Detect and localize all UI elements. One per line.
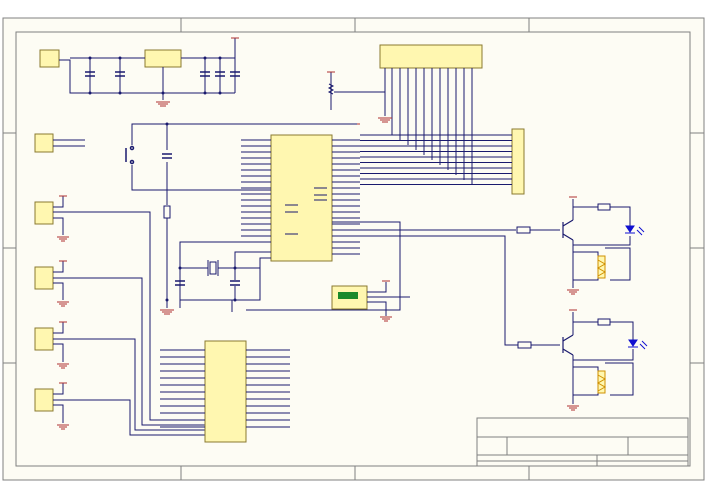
dc-jack: [39, 49, 60, 68]
ground-symbol-icon: [57, 236, 69, 430]
driver-ic: [160, 300, 290, 443]
connector-j5: [34, 388, 54, 412]
title-block: [476, 417, 689, 467]
microcontroller: [241, 134, 360, 262]
connector-j2: [34, 201, 54, 225]
ground-symbol-icon: [160, 309, 174, 315]
led-icon: [625, 225, 645, 236]
led-icon: [628, 339, 648, 350]
crystal-icon: [207, 260, 219, 276]
ground-symbol-icon: [378, 117, 392, 123]
capacitor-icon: [175, 280, 240, 286]
ground-symbol-icon: [567, 289, 579, 295]
connector-j1: [34, 133, 54, 153]
ground-symbol-icon: [567, 405, 579, 411]
relay-coil-icon: [596, 370, 607, 394]
resistor-icon: [163, 205, 171, 219]
push-switch-icon: [125, 145, 135, 165]
capacitor-icon: [162, 153, 172, 159]
crystal-circuit: [179, 251, 271, 301]
npn-transistor-icon: [562, 334, 574, 356]
left-connectors: [34, 133, 205, 436]
connector-j4: [34, 327, 54, 351]
resistor-icon: [597, 318, 611, 326]
npn-transistor-icon: [562, 219, 574, 241]
potentiometer: [327, 72, 385, 110]
junction-dots: [88, 56, 222, 95]
voltage-regulator: [144, 49, 182, 68]
lcd-screen: [338, 292, 358, 299]
capacitor-icon: [85, 71, 240, 77]
inner-frame: [15, 31, 691, 467]
resistor-icon: [597, 203, 611, 211]
mcu-to-driver-wires: [246, 221, 401, 311]
relay-driver-2: [332, 235, 648, 411]
resistor-icon: [517, 341, 532, 349]
resistor-icon: [516, 226, 531, 234]
relay-driver-1: [332, 196, 645, 295]
power-rail-icon: [59, 195, 67, 384]
power-supply-section: [39, 38, 240, 107]
connector-j3: [34, 266, 54, 290]
zone-ticks: [3, 18, 704, 480]
ground-symbol-icon: [156, 101, 170, 107]
relay-coil-icon: [596, 255, 607, 279]
lcd-header-connector: [360, 128, 525, 195]
reset-circuit: [131, 123, 357, 308]
junction-dots: [165, 122, 237, 302]
ground-symbol-icon: [380, 316, 392, 322]
lcd-module: [331, 280, 410, 322]
